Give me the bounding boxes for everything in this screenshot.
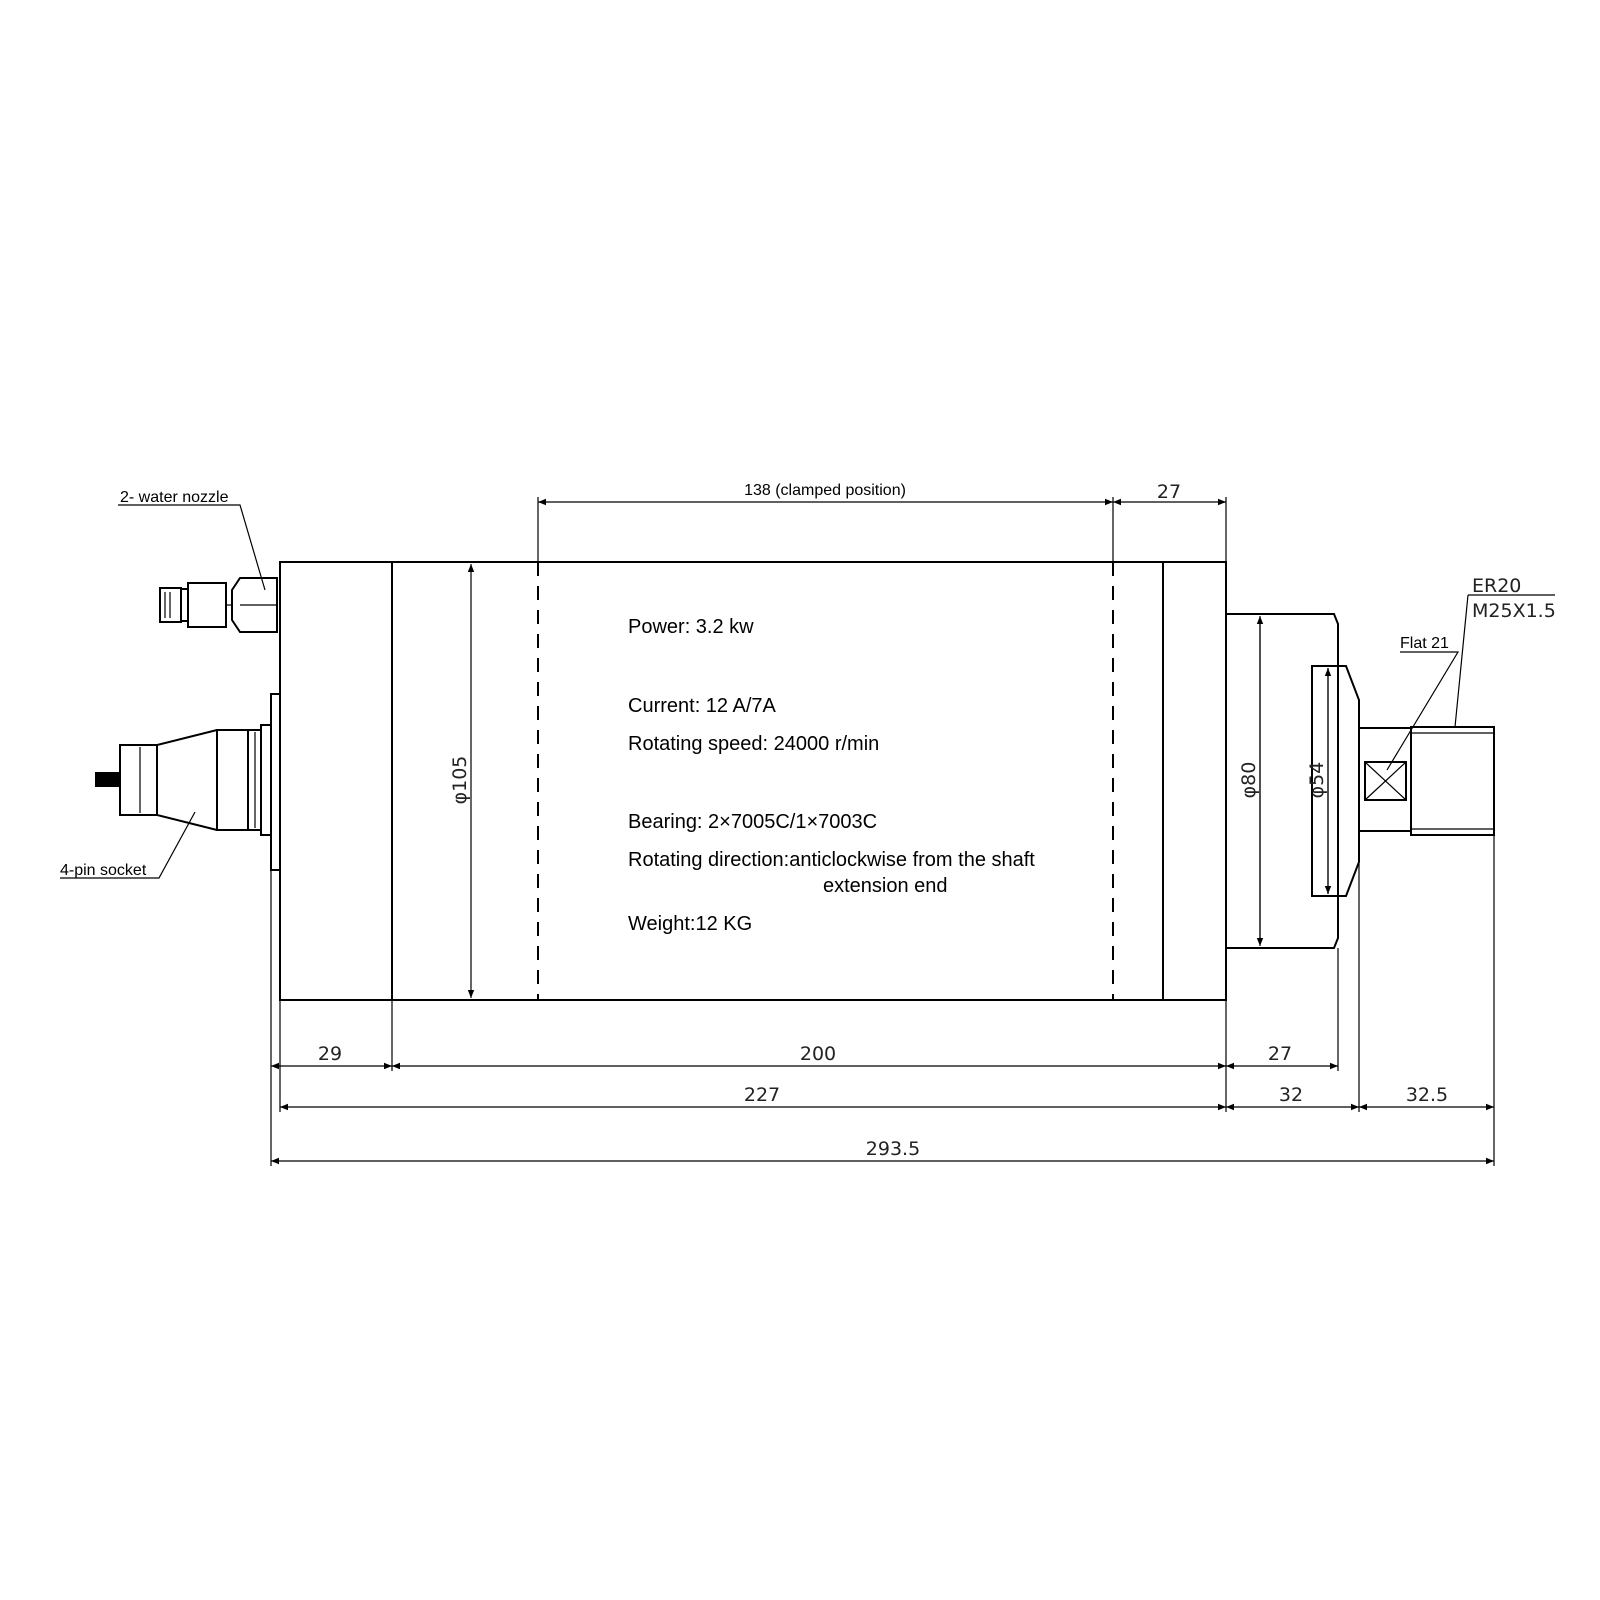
dim-200: 200	[800, 1043, 836, 1065]
spec-direction-cont: extension end	[823, 875, 948, 897]
dim-diameter-54: φ54	[1306, 762, 1328, 799]
label-flat: Flat 21	[1400, 635, 1449, 652]
leader-lines	[60, 504, 1555, 879]
spec-direction: Rotating direction:anticlockwise from th…	[628, 849, 1035, 871]
bottom-dimensions	[270, 835, 1495, 1166]
dim-293-5: 293.5	[866, 1138, 920, 1160]
dim-diameter-105: φ105	[449, 756, 471, 805]
dim-227: 227	[744, 1084, 780, 1106]
label-water-nozzle: 2- water nozzle	[120, 489, 229, 506]
diameter-dimensions	[467, 564, 1332, 998]
spec-power: Power: 3.2 kw	[628, 616, 754, 638]
spec-bearing: Bearing: 2×7005C/1×7003C	[628, 811, 877, 833]
spec-current: Current: 12 A/7A	[628, 695, 777, 717]
label-thread: M25X1.5	[1472, 600, 1556, 622]
spec-weight: Weight:12 KG	[628, 913, 752, 935]
label-4-pin-socket: 4-pin socket	[60, 862, 147, 879]
dim-top-27: 27	[1157, 481, 1181, 503]
motor-body	[279, 561, 1227, 1001]
spec-speed: Rotating speed: 24000 r/min	[628, 733, 879, 755]
dim-clamped-length: 138 (clamped position)	[744, 482, 906, 499]
dim-diameter-80: φ80	[1238, 762, 1260, 799]
top-dimensions	[537, 497, 1227, 562]
water-nozzle	[159, 577, 278, 633]
dim-32: 32	[1279, 1084, 1303, 1106]
dim-32-5: 32.5	[1406, 1084, 1448, 1106]
dim-27: 27	[1268, 1043, 1292, 1065]
label-collet: ER20	[1472, 575, 1521, 597]
four-pin-socket	[95, 693, 281, 871]
collet-nut	[1410, 726, 1495, 836]
dim-29: 29	[318, 1043, 342, 1065]
